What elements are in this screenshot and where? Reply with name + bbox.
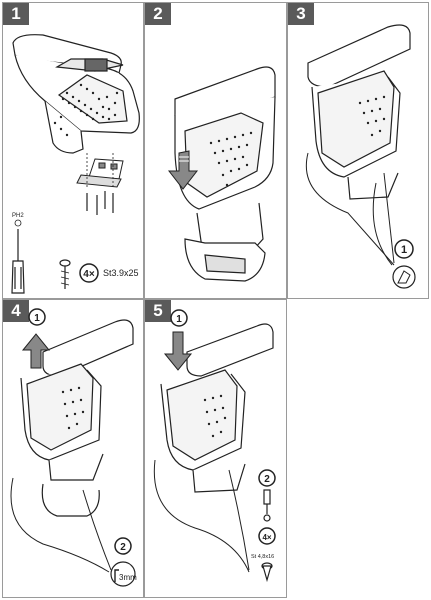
step-4-illustration: 1 2 3mm — [10, 308, 137, 587]
step-1-number: 1 — [3, 3, 29, 25]
step-4-panel: 4 1 2 3mm — [2, 299, 144, 598]
callout-1-label: 1 — [401, 244, 407, 256]
step-3-panel: 3 1 — [287, 2, 429, 299]
ph2-bit-icon — [14, 219, 22, 227]
callout-2-circle — [114, 537, 132, 555]
screwdriver-icon — [11, 229, 25, 294]
step-1-illustration: PH2 4× St3.9x25 — [11, 34, 140, 294]
screw-icon — [261, 562, 273, 583]
down-arrow-icon — [167, 150, 199, 190]
screw-count-circle — [79, 263, 99, 283]
allen-key-circle — [110, 561, 136, 587]
callout-2-circle — [258, 469, 276, 487]
perforation-dots — [209, 131, 253, 187]
step-2-number: 2 — [145, 3, 171, 25]
armrest-front-view — [174, 66, 276, 282]
step-5-panel: 5 1 2 4× St 4,8x16 — [144, 299, 287, 598]
allen-key-size: 3mm — [119, 573, 137, 582]
callout-lines — [153, 459, 250, 573]
callout-lines — [10, 477, 112, 573]
perforation-dots — [358, 95, 386, 137]
screws-set — [86, 153, 114, 215]
armrest-lowered-view — [160, 323, 274, 493]
step-2-panel: 2 — [144, 2, 287, 299]
callout-2-label: 2 — [120, 542, 126, 553]
screw-icon — [59, 259, 71, 289]
down-arrow-icon — [163, 331, 193, 371]
tool-label: PH2 — [12, 213, 24, 219]
screw-spec-label: St 4,8x16 — [251, 554, 274, 560]
step-2-illustration — [167, 66, 276, 282]
callout-1-label: 1 — [34, 313, 40, 324]
screwdriver-bit-icon — [263, 489, 271, 522]
callout-lines — [305, 152, 395, 266]
screw-spec-label: St3.9x25 — [103, 268, 139, 278]
callout-1-circle — [170, 309, 188, 327]
callout-2-label: 2 — [264, 474, 270, 485]
mounting-bracket — [76, 158, 124, 188]
armrest-opened-view — [307, 24, 411, 200]
step-3-illustration: 1 — [305, 24, 416, 289]
perforation-dots — [203, 394, 227, 438]
up-arrow-icon — [21, 333, 51, 369]
hand-press-glyph — [397, 270, 411, 284]
callout-1-label: 1 — [176, 314, 182, 325]
armrest-lifted-view — [20, 319, 134, 517]
empty-panel — [287, 299, 429, 598]
step-5-illustration: 1 2 4× St 4,8x16 — [153, 309, 276, 583]
perforation-dots — [61, 386, 85, 430]
step-1-panel: 1 — [2, 2, 144, 299]
step-3-number: 3 — [288, 3, 314, 25]
armrest-side-view — [12, 34, 140, 154]
callout-1-circle — [394, 239, 414, 259]
perforation-dots — [53, 83, 119, 137]
screw-count-label: 4× — [262, 533, 271, 542]
step-4-number: 4 — [3, 300, 29, 322]
allen-key-icon — [114, 569, 119, 582]
screw-count-circle — [258, 527, 276, 545]
callout-1-circle — [28, 308, 46, 326]
step-5-number: 5 — [145, 300, 171, 322]
screw-count-label: 4× — [83, 269, 95, 280]
